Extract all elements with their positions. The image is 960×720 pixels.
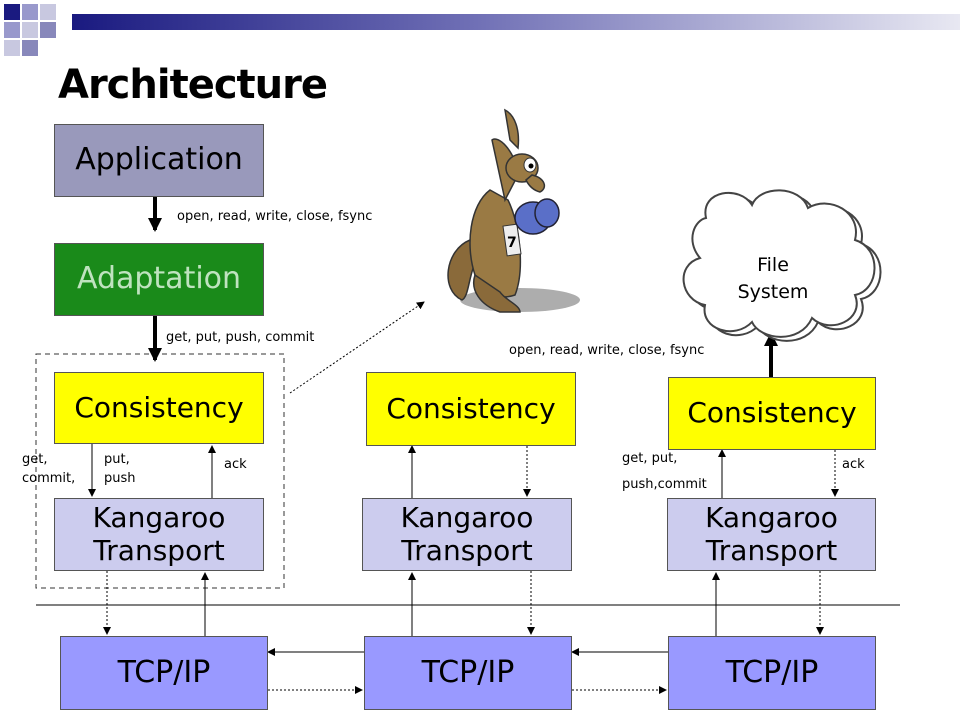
svg-text:7: 7 [507, 235, 517, 251]
deco-square [4, 4, 20, 20]
right-pushcommit-label: push,commit [622, 477, 707, 492]
deco-square [40, 4, 56, 20]
boxing-kangaroo-icon: 7 [447, 108, 580, 313]
deco-square [4, 40, 20, 56]
middle-transport-box: Kangaroo Transport [362, 498, 572, 571]
left-transport-box: Kangaroo Transport [54, 498, 264, 571]
left-ack-label: ack [224, 457, 247, 472]
app-adapt-ops-label: open, read, write, close, fsync [177, 209, 373, 224]
deco-square [22, 40, 38, 56]
right-transport-box: Kangaroo Transport [667, 498, 876, 571]
adapt-cons-ops-label: get, put, push, commit [166, 330, 315, 345]
right-consistency-box: Consistency [668, 377, 876, 450]
left-push-label: push [104, 471, 136, 486]
left-put-label: put, [104, 452, 130, 467]
right-tcpip-box: TCP/IP [668, 636, 876, 710]
deco-square [4, 22, 20, 38]
deco-square [40, 22, 56, 38]
middle-tcpip-box: TCP/IP [364, 636, 572, 710]
application-box: Application [54, 124, 264, 197]
header-gradient-bar [72, 14, 960, 30]
file-system-cloud-icon [682, 189, 882, 342]
right-ack-label: ack [842, 457, 865, 472]
slide-title: Architecture [58, 62, 328, 108]
right-getput-label: get, put, [622, 451, 678, 466]
deco-square [22, 22, 38, 38]
kangaroo-module-dashed-box [35, 353, 285, 589]
left-commit-label: commit, [22, 471, 76, 486]
left-consistency-box: Consistency [54, 372, 264, 444]
left-tcpip-box: TCP/IP [60, 636, 268, 710]
left-get-label: get, [22, 452, 48, 467]
dotted-pointer [289, 301, 425, 394]
fs-ops-label: open, read, write, close, fsync [509, 343, 705, 358]
deco-square [22, 4, 38, 20]
middle-consistency-box: Consistency [366, 372, 576, 446]
file-system-label: File System [737, 254, 809, 303]
adaptation-box: Adaptation [54, 243, 264, 316]
